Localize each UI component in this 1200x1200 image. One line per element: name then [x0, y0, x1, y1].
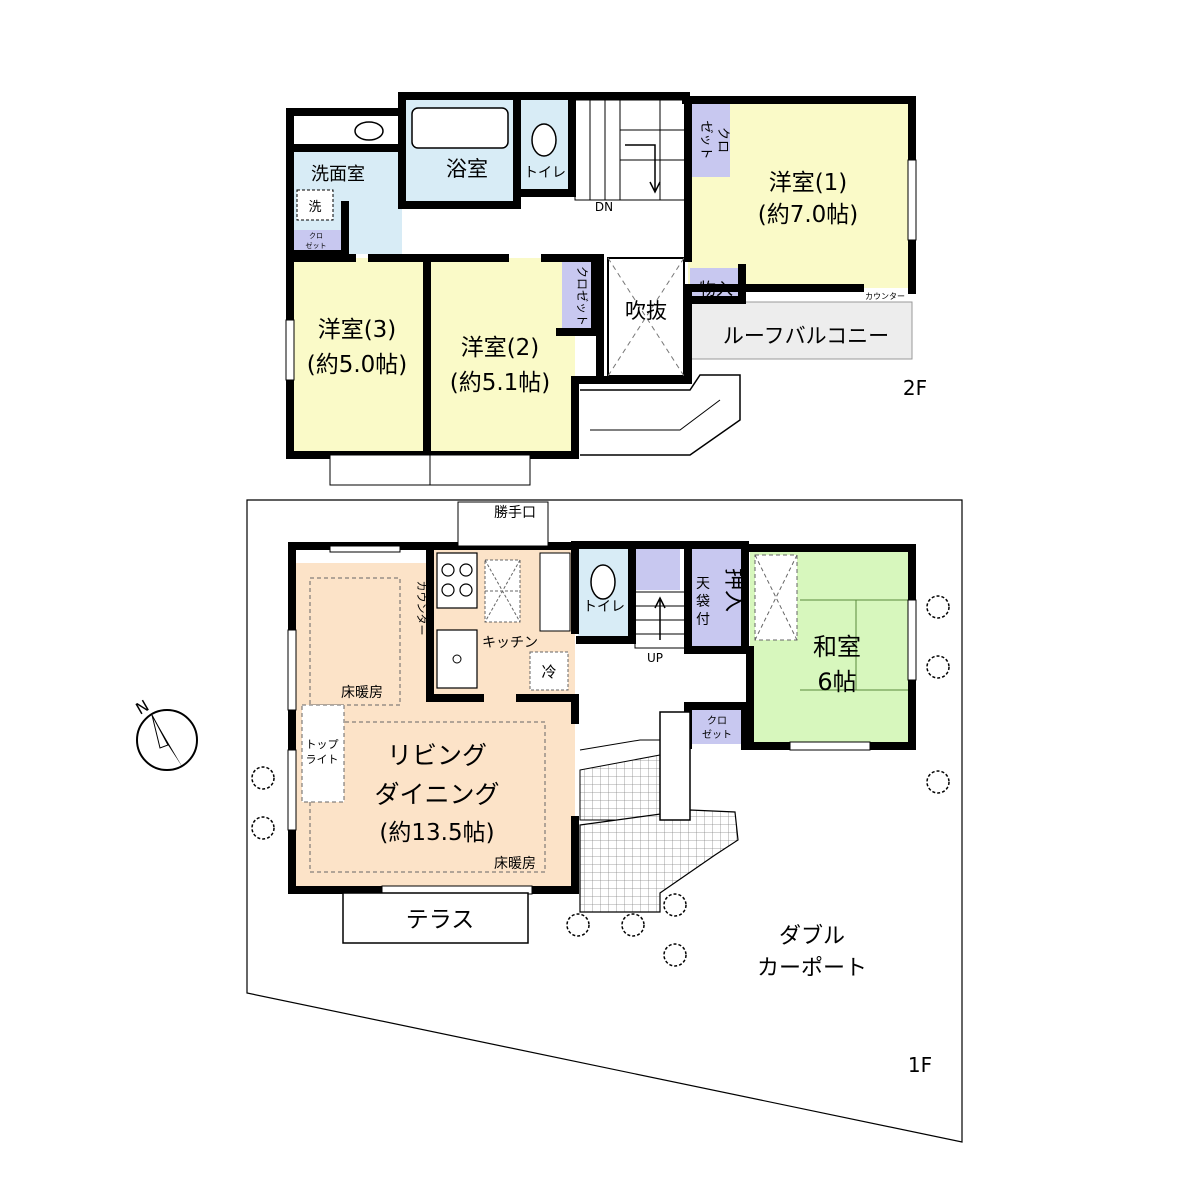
toplight-box [301, 704, 345, 803]
washitsu-name: 和室 [813, 633, 861, 661]
storage-label: 物入 [699, 280, 733, 300]
void-label: 吹抜 [625, 299, 667, 323]
counter-1f-label: カウンター [415, 581, 428, 636]
shrub-icon [663, 943, 687, 967]
washitsu-size: 6帖 [817, 668, 856, 696]
shrub-icon [926, 655, 950, 679]
living-name-2: ダイニング [374, 780, 499, 809]
bath-label: 浴室 [446, 157, 488, 181]
closet-r1-label-2: ゼット [698, 120, 713, 159]
toplight-label-2: ライト [306, 753, 339, 766]
floor-heating-zone [309, 577, 401, 706]
shrub-icon [621, 913, 645, 937]
kitchen-label: キッチン [482, 635, 538, 651]
stairs-2f [574, 99, 687, 201]
tenbukuro-label-2: 袋 [696, 594, 710, 610]
room3-fill [292, 258, 427, 451]
closet-r1-fill [692, 104, 730, 177]
living-name-1: リビング [387, 741, 487, 770]
lot-boundary [246, 499, 963, 1143]
shrub-icons [251, 595, 950, 967]
toilet-bowl-2f [531, 123, 557, 157]
floor-1f: 勝手口 カウンター キッチン 冷 トイレ UP 押入 天 袋 付 クロ ゼット … [132, 499, 963, 1143]
burners [441, 563, 473, 597]
closet-r2-label: クロゼット [575, 266, 589, 326]
toilet-1f-label: トイレ [583, 599, 625, 615]
shrub-icon [926, 595, 950, 619]
tenbukuro-label-1: 天 [696, 576, 710, 592]
carport-label-1: ダブル [779, 924, 845, 949]
room2-fill [430, 258, 575, 451]
washer-label: 洗 [308, 200, 321, 215]
cooktop [436, 552, 478, 609]
floor-heating-label: 床暖房 [341, 685, 383, 701]
closet-small-label-2: ゼット [306, 241, 327, 250]
floor-heating-label-2: 床暖房 [494, 856, 536, 872]
shrub-icon [926, 770, 950, 794]
closet-1f-label-2: ゼット [702, 729, 732, 741]
room1-name: 洋室(1) [769, 170, 848, 196]
windows-1f [287, 545, 917, 895]
terrace-label: テラス [406, 907, 475, 933]
stairs-up-label: UP [647, 651, 663, 665]
living-size: (約13.5帖) [379, 820, 494, 846]
service-door-label: 勝手口 [494, 505, 536, 521]
floor-heating-zone-2 [309, 721, 546, 873]
windows-2f [285, 159, 917, 486]
kitchen-cabinet [539, 552, 571, 632]
tenbukuro-label-3: 付 [696, 612, 710, 628]
closet-1f-label-1: クロ [707, 715, 727, 727]
carport-label-2: カーポート [757, 956, 867, 981]
oshiire-label-1: 押入 [721, 568, 746, 612]
kitchen-sink [436, 629, 478, 689]
roof-balcony-fill [689, 301, 913, 360]
closet-1f-a-fill [635, 548, 680, 590]
bay-outline-2f [580, 374, 741, 456]
fridge-label: 冷 [541, 663, 556, 681]
toilet-2f-label: トイレ [524, 165, 566, 181]
north-compass-icon: N [132, 696, 198, 771]
room2-size: (約5.1帖) [450, 370, 551, 396]
room3-name: 洋室(3) [318, 317, 397, 343]
shrub-icon [251, 816, 275, 840]
stairs-dn-label: DN [595, 200, 613, 214]
shrub-icon [566, 913, 590, 937]
closet-1f-b-fill [690, 706, 742, 744]
porch-tile [579, 809, 739, 913]
washroom-label: 洗面室 [311, 164, 365, 185]
oshiire-fill [685, 548, 745, 650]
service-porch [457, 501, 549, 547]
closet-small-fill [292, 230, 342, 252]
bathtub [411, 107, 509, 149]
floor-1f-label: 1F [908, 1053, 932, 1077]
floor-2f: 洗面室 洗 浴室 トイレ クロ ゼット DN クロ ゼット 洋室(1) (約7.… [285, 92, 927, 486]
toplight-label-1: トップ [306, 738, 339, 751]
room2-name: 洋室(2) [461, 335, 540, 361]
washer-box [296, 189, 334, 221]
floor-2f-label: 2F [903, 376, 927, 400]
closet-r2-fill [562, 260, 594, 332]
room1-size: (約7.0帖) [758, 202, 859, 228]
toilet-bowl-1f [590, 564, 616, 600]
counter-2f-label: カウンター [865, 292, 905, 301]
room3-size: (約5.0帖) [307, 352, 408, 378]
roof-balcony-label: ルーフバルコニー [723, 324, 889, 348]
tatami-lines [800, 599, 912, 691]
sink-2f [354, 121, 384, 141]
stairs-1f [634, 591, 686, 649]
shrub-icon [251, 766, 275, 790]
closet-r1-label-1: クロ [715, 127, 730, 153]
entrance-tile [579, 754, 661, 821]
shrub-icon [663, 893, 687, 917]
closet-small-label-1: クロ [309, 232, 323, 240]
fridge-box [529, 651, 569, 691]
terrace-box [342, 892, 529, 944]
